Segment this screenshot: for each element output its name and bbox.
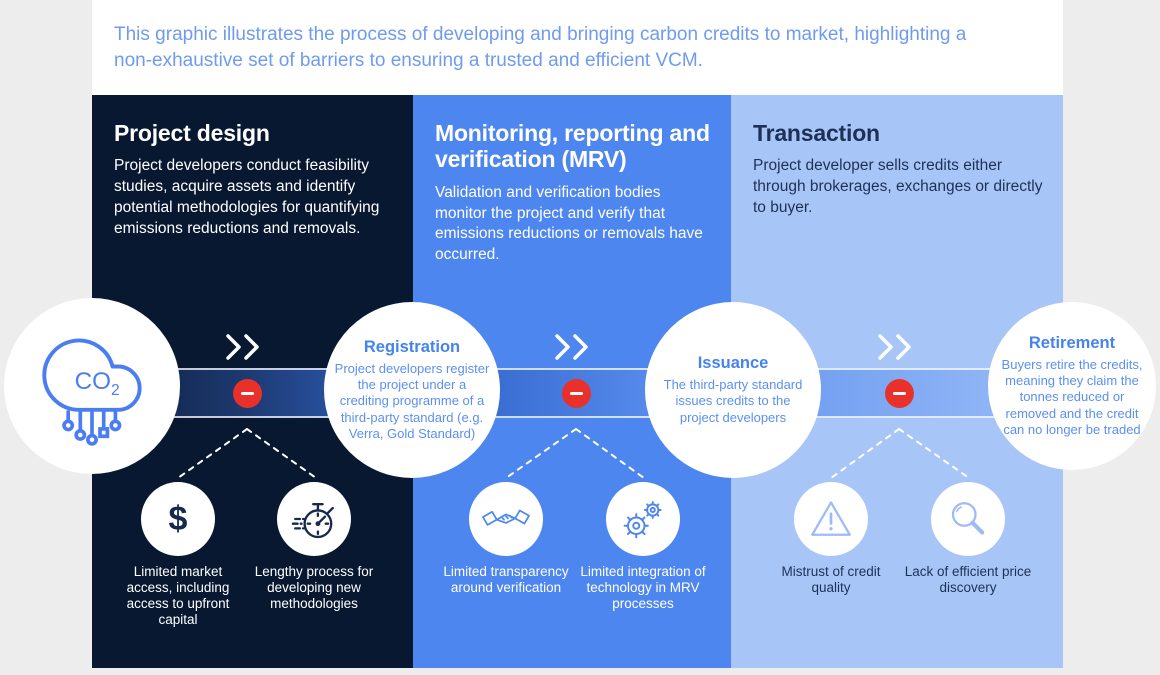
- column-body-transaction: Project developer sells credits either t…: [753, 157, 1043, 216]
- stopwatch-icon: [291, 502, 334, 539]
- column-title-project-design: Project design: [114, 120, 270, 146]
- minus-icon: [241, 392, 254, 395]
- stage-emissions-source: CO2: [4, 298, 180, 474]
- barrier-badge: [233, 379, 262, 408]
- minus-icon: [893, 392, 906, 395]
- handshake-icon: [482, 509, 530, 526]
- stage-body: Buyers retire the credits, meaning they …: [1001, 356, 1143, 438]
- barrier-label: Limited integration of technology in MRV…: [580, 564, 706, 611]
- barrier-label: Limited transparency around verification: [443, 564, 569, 595]
- column-title-mrv: Monitoring, reporting and verification (…: [435, 120, 710, 173]
- stage-title: Retirement: [1028, 333, 1116, 352]
- stage-issuance: Issuance The third-party standard issues…: [645, 302, 821, 478]
- stage-title: Issuance: [697, 353, 769, 372]
- barrier-badge: [562, 379, 591, 408]
- stage-retirement: Retirement Buyers retire the credits, me…: [988, 302, 1156, 470]
- dashed-connector: [505, 428, 645, 479]
- double-chevron-icon: [226, 334, 259, 360]
- stage-title: Registration: [363, 337, 461, 356]
- double-chevron-icon: [878, 334, 911, 360]
- minus-icon: [570, 392, 583, 395]
- barrier-item: [469, 482, 543, 556]
- column-body-mrv: Validation and verification bodies monit…: [435, 183, 703, 264]
- barrier-label: Limited market access, including access …: [126, 564, 230, 627]
- double-chevron-icon: [555, 334, 588, 360]
- stage-body: Project developers register the project …: [334, 360, 490, 442]
- stage-body: The third-party standard issues credits …: [663, 376, 803, 425]
- barrier-item: [931, 482, 1005, 556]
- header-banner: This graphic illustrates the process of …: [92, 0, 1063, 95]
- dashed-connector: [177, 428, 317, 479]
- warning-icon: [811, 501, 851, 536]
- dashed-connector: [830, 428, 970, 479]
- svg-text:CO2: CO2: [75, 368, 120, 399]
- barrier-item: [277, 482, 351, 556]
- header-text: This graphic illustrates the process of …: [114, 24, 967, 72]
- barrier-label: Lengthy process for developing new metho…: [254, 564, 374, 611]
- barrier-item: [794, 482, 868, 556]
- barrier-item: [606, 482, 680, 556]
- column-title-transaction: Transaction: [753, 120, 880, 146]
- dollar-icon: $: [169, 500, 188, 538]
- barrier-label: Mistrust of credit quality: [781, 564, 881, 595]
- barrier-label: Lack of efficient price discovery: [904, 564, 1032, 595]
- barrier-item: $: [141, 482, 215, 556]
- svg-text:$: $: [169, 500, 188, 538]
- stage-registration: Registration Project developers register…: [324, 302, 500, 478]
- co2-cloud-icon: CO2: [42, 338, 142, 446]
- column-body-project-design: Project developers conduct feasibility s…: [114, 157, 380, 237]
- magnifier-icon: [951, 502, 985, 535]
- gears-icon: [623, 501, 662, 539]
- barrier-badge: [885, 379, 914, 408]
